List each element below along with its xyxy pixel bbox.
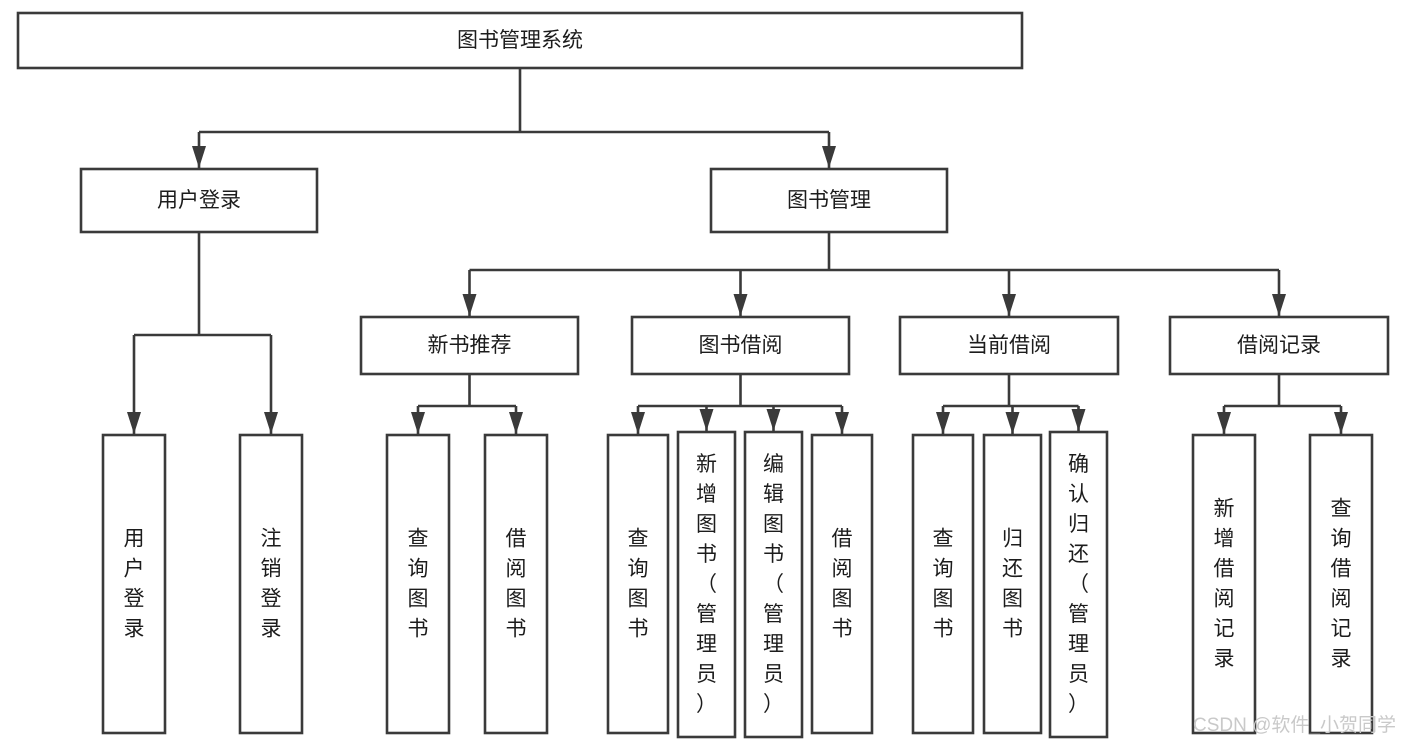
node-leaf-3-label: 借阅图书: [506, 528, 527, 641]
arrow-head-icon: [1272, 294, 1286, 316]
edges-layer: [127, 68, 1348, 434]
node-leaf-0[interactable]: 用户登录: [101, 433, 167, 735]
node-leaf-12[interactable]: 查询借阅记录: [1308, 433, 1374, 735]
arrow-head-icon: [835, 412, 849, 434]
arrow-head-icon: [1217, 412, 1231, 434]
node-leaf-9[interactable]: 归还图书: [982, 433, 1043, 735]
node-leaf-2[interactable]: 查询图书: [385, 433, 451, 735]
node-root-system[interactable]: 图书管理系统: [16, 11, 1024, 70]
arrow-head-icon: [462, 294, 477, 316]
arrow-head-icon: [411, 412, 425, 434]
arrow-head-icon: [733, 294, 748, 316]
node-l2-1-label: 图书管理: [787, 189, 871, 212]
node-leaf-5-label: 新增图书（管理员）: [696, 453, 717, 716]
arrow-head-icon: [509, 412, 523, 434]
arrow-head-icon: [127, 412, 141, 434]
node-leaf-3-box[interactable]: [483, 433, 549, 735]
node-leaf-1-box[interactable]: [238, 433, 304, 735]
node-leaf-0-label: 用户登录: [124, 528, 145, 641]
node-l3-3-label: 借阅记录: [1237, 334, 1321, 357]
arrow-head-icon: [699, 409, 714, 431]
node-leaf-7-box[interactable]: [810, 433, 874, 735]
node-root-system-box[interactable]: [16, 11, 1024, 70]
node-leaf-6-label: 编辑图书（管理员）: [763, 453, 784, 716]
node-leaf-8-box[interactable]: [911, 433, 975, 735]
node-l3-3[interactable]: 借阅记录: [1168, 315, 1390, 376]
node-leaf-3[interactable]: 借阅图书: [483, 433, 549, 735]
node-leaf-0-box[interactable]: [101, 433, 167, 735]
node-leaf-11-label: 新增借阅记录: [1214, 498, 1235, 671]
node-leaf-1-label: 注销登录: [261, 528, 282, 641]
node-leaf-11[interactable]: 新增借阅记录: [1191, 433, 1257, 735]
node-leaf-2-box[interactable]: [385, 433, 451, 735]
node-leaf-10-label: 确认归还（管理员）: [1068, 453, 1089, 716]
node-l3-0[interactable]: 新书推荐: [359, 315, 580, 376]
node-leaf-8[interactable]: 查询图书: [911, 433, 975, 735]
node-l3-1-label: 图书借阅: [699, 334, 783, 357]
node-l3-0-label: 新书推荐: [428, 334, 512, 357]
node-l3-0-box[interactable]: [359, 315, 580, 376]
arrow-head-icon: [192, 146, 206, 168]
node-leaf-8-label: 查询图书: [933, 528, 954, 641]
node-l3-2[interactable]: 当前借阅: [898, 315, 1120, 376]
watermark-label: CSDN @软件_小贺同学: [1193, 714, 1396, 736]
node-leaf-7-label: 借阅图书: [832, 528, 853, 641]
node-root-system-label: 图书管理系统: [457, 29, 583, 52]
node-leaf-4[interactable]: 查询图书: [606, 433, 670, 735]
arrow-head-icon: [1071, 409, 1086, 431]
node-l2-0-box[interactable]: [79, 167, 319, 234]
node-l2-1[interactable]: 图书管理: [709, 167, 949, 234]
arrow-head-icon: [766, 409, 781, 431]
node-leaf-10[interactable]: 确认归还（管理员）: [1048, 430, 1109, 739]
node-leaf-11-box[interactable]: [1191, 433, 1257, 735]
arrow-head-icon: [1334, 412, 1348, 434]
node-leaf-1[interactable]: 注销登录: [238, 433, 304, 735]
node-l3-2-label: 当前借阅: [967, 334, 1051, 357]
arrow-head-icon: [264, 412, 278, 434]
node-leaf-9-label: 归还图书: [1002, 528, 1023, 641]
node-leaf-12-label: 查询借阅记录: [1331, 498, 1352, 671]
nodes-layer: 图书管理系统用户登录图书管理新书推荐图书借阅当前借阅借阅记录用户登录注销登录查询…: [16, 11, 1390, 739]
node-leaf-12-box[interactable]: [1308, 433, 1374, 735]
arrow-head-icon: [1005, 412, 1020, 434]
node-l3-1[interactable]: 图书借阅: [630, 315, 851, 376]
node-l2-1-box[interactable]: [709, 167, 949, 234]
node-leaf-9-box[interactable]: [982, 433, 1043, 735]
node-leaf-6[interactable]: 编辑图书（管理员）: [743, 430, 804, 739]
node-l3-2-box[interactable]: [898, 315, 1120, 376]
node-leaf-5[interactable]: 新增图书（管理员）: [676, 430, 737, 739]
node-leaf-5-box[interactable]: [676, 430, 737, 739]
node-l3-3-box[interactable]: [1168, 315, 1390, 376]
arrow-head-icon: [936, 412, 950, 434]
node-leaf-7[interactable]: 借阅图书: [810, 433, 874, 735]
arrow-head-icon: [631, 412, 645, 434]
node-l3-1-box[interactable]: [630, 315, 851, 376]
arrow-head-icon: [822, 146, 836, 168]
node-leaf-10-box[interactable]: [1048, 430, 1109, 739]
node-l2-0-label: 用户登录: [157, 189, 241, 212]
node-leaf-6-box[interactable]: [743, 430, 804, 739]
node-leaf-4-label: 查询图书: [628, 528, 649, 641]
node-leaf-2-label: 查询图书: [408, 528, 429, 641]
node-leaf-4-box[interactable]: [606, 433, 670, 735]
arrow-head-icon: [1002, 294, 1016, 316]
node-l2-0[interactable]: 用户登录: [79, 167, 319, 234]
